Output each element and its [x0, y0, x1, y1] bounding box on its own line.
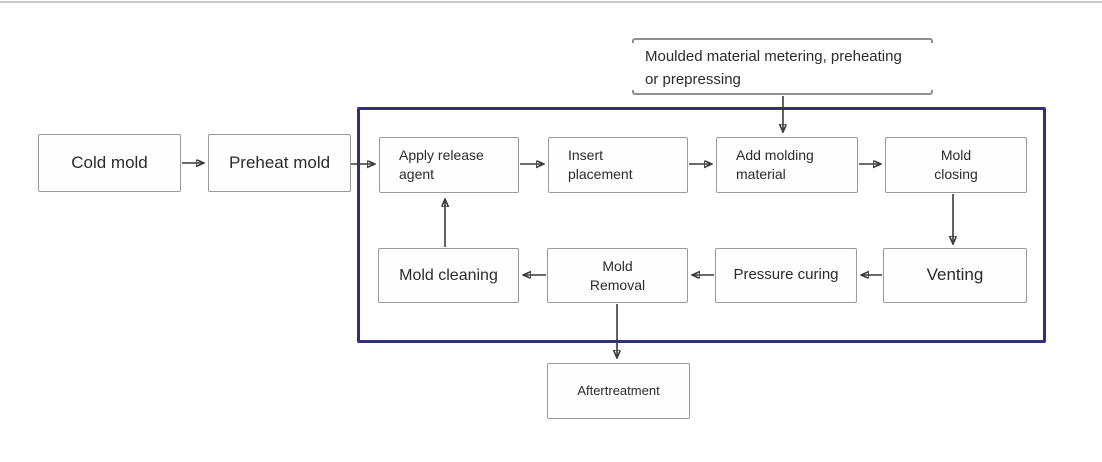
bracket-bottom: [632, 90, 933, 95]
step-insert-placement: Insert placement: [548, 137, 688, 193]
molding-cycle-container: [357, 107, 1046, 343]
step-cold-mold: Cold mold: [38, 134, 181, 192]
input-note-label: Moulded material metering, preheating or…: [645, 48, 902, 88]
step-mold-cleaning: Mold cleaning: [378, 248, 519, 303]
step-add-molding-material: Add molding material: [716, 137, 858, 193]
step-venting: Venting: [883, 248, 1027, 303]
bracket-top: [632, 38, 933, 43]
step-pressure-curing: Pressure curing: [715, 248, 857, 303]
step-mold-removal: Mold Removal: [547, 248, 688, 303]
step-apply-release-agent: Apply release agent: [379, 137, 519, 193]
step-preheat-mold: Preheat mold: [208, 134, 351, 192]
step-mold-closing: Mold closing: [885, 137, 1027, 193]
input-note: Moulded material metering, preheating or…: [632, 38, 933, 95]
page-top-divider: [0, 1, 1102, 3]
step-aftertreatment: Aftertreatment: [547, 363, 690, 419]
